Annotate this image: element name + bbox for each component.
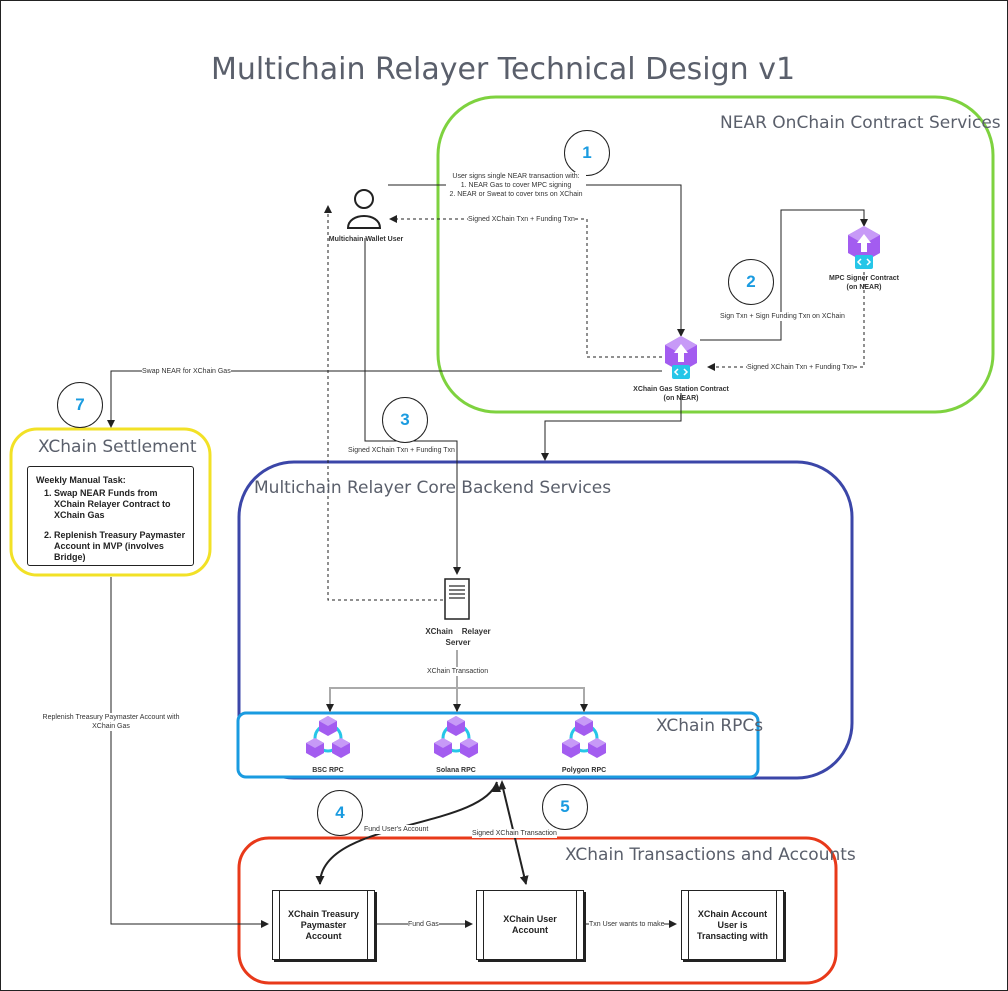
step-circle-3: 3 <box>382 397 428 443</box>
edge-gas-to-backend <box>541 393 682 461</box>
step-circle-1: 1 <box>564 130 610 176</box>
server-icon <box>444 578 470 620</box>
backend-group-title: Multichain Relayer Core Backend Services <box>254 478 612 498</box>
tx-group-title: XChain Transactions and Accounts <box>565 845 856 865</box>
settlement-note: Weekly Manual Task: Swap NEAR Funds from… <box>27 466 194 566</box>
relayer-label: XChain Relayer Server <box>425 627 491 647</box>
user-account-label: XChain User Account <box>503 914 557 935</box>
rpc-group-border <box>236 711 760 779</box>
rpc-cluster-icon <box>562 716 606 758</box>
rpc-cluster-icon <box>434 716 478 758</box>
bsc-rpc-label: BSC RPC <box>312 767 344 774</box>
settlement-group-title: XChain Settlement <box>38 437 197 457</box>
settlement-note-heading: Weekly Manual Task: <box>36 475 126 485</box>
edge-label-fund-gas: Fund Gas <box>408 920 439 929</box>
edge-label-signed-rpc: Signed XChain Transaction <box>472 829 557 838</box>
edge-label-fund-user: Fund User's Account <box>364 825 429 834</box>
settlement-note-item: Replenish Treasury Paymaster Account in … <box>54 530 187 563</box>
user-account-box: XChain User Account <box>476 890 584 960</box>
edge-label-swap: Swap NEAR for XChain Gas <box>142 367 231 376</box>
contract-icon <box>848 226 880 269</box>
edge-swap <box>107 370 662 428</box>
edge-label-txn-user: Txn User wants to make <box>589 920 665 929</box>
edge-label-mpc-back: Signed XChain Txn + Funding Txn <box>747 363 854 372</box>
contract-icon <box>665 336 697 379</box>
edge-label-user-signs: User signs single NEAR transaction with:… <box>446 172 586 199</box>
user-label: Multichain Wallet User <box>328 236 404 243</box>
tx-group-border <box>237 836 838 985</box>
solana-rpc-label: Solana RPC <box>436 767 476 774</box>
edge-sign-txn <box>700 209 868 341</box>
step-circle-7: 7 <box>57 382 103 428</box>
settlement-note-item: Swap NEAR Funds from XChain Relayer Cont… <box>54 488 187 521</box>
near-group-border <box>436 95 995 414</box>
user-icon <box>346 189 382 229</box>
edge-label-signed-to-relayer: Signed XChain Txn + Funding Txn <box>348 446 455 455</box>
signed-rpc-start-head <box>498 780 506 790</box>
edge-label-sign-txn: Sign Txn + Sign Funding Txn on XChain <box>720 312 845 321</box>
edge-relayer-to-user <box>324 205 443 601</box>
treasury-account-label: XChain Treasury Paymaster Account <box>287 908 360 941</box>
gas-station-label: XChain Gas Station Contract (on NEAR) <box>633 386 729 402</box>
step-circle-5: 5 <box>542 784 588 830</box>
treasury-account-box: XChain Treasury Paymaster Account <box>272 890 375 960</box>
step-circle-4: 4 <box>317 790 363 836</box>
edge-label-xchain-txn: XChain Transaction <box>427 667 489 676</box>
target-account-label: XChain Account User is Transacting with <box>696 908 768 941</box>
page-title: Multichain Relayer Technical Design v1 <box>210 52 796 87</box>
near-group-title: NEAR OnChain Contract Services <box>720 113 1001 133</box>
polygon-rpc-label: Polygon RPC <box>561 767 607 774</box>
edge-label-signed-back: Signed XChain Txn + Funding Txn <box>468 215 575 224</box>
mpc-label: MPC Signer Contract (on NEAR) <box>828 275 899 291</box>
rpc-group-title: XChain RPCs <box>656 716 764 736</box>
step-circle-2: 2 <box>728 259 774 305</box>
target-account-box: XChain Account User is Transacting with <box>681 890 784 960</box>
edge-replenish <box>110 577 269 928</box>
rpc-cluster-icon <box>306 716 350 758</box>
edge-label-replenish: Replenish Treasury Paymaster Account wit… <box>34 713 188 731</box>
edge-signed-back <box>389 215 662 358</box>
settlement-group-border <box>9 427 212 577</box>
edge-user-signs <box>388 184 685 337</box>
